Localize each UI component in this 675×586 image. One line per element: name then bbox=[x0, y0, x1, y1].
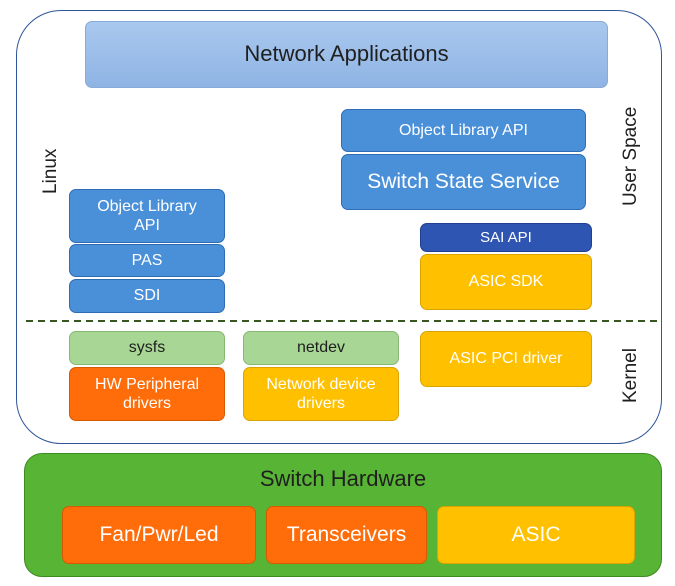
asic-sdk-box: ASIC SDK bbox=[420, 254, 592, 310]
asic-box: ASIC bbox=[437, 506, 635, 564]
sdi-label: SDI bbox=[133, 287, 161, 305]
switch-state-service-label: Switch State Service bbox=[367, 170, 560, 194]
asic-label: ASIC bbox=[511, 523, 561, 547]
left-object-library-api-box: Object Library API bbox=[69, 189, 225, 243]
transceivers-box: Transceivers bbox=[266, 506, 427, 564]
user-kernel-divider bbox=[26, 320, 662, 322]
sysfs-label: sysfs bbox=[128, 339, 166, 357]
user-space-label-text: User Space bbox=[620, 106, 641, 206]
network-applications-label: Network Applications bbox=[244, 41, 449, 67]
pas-box: PAS bbox=[69, 244, 225, 277]
object-library-api-label: Object Library API bbox=[399, 121, 528, 139]
kernel-label: Kernel bbox=[614, 340, 648, 412]
kernel-label-text: Kernel bbox=[620, 348, 641, 404]
transceivers-label: Transceivers bbox=[286, 523, 407, 547]
sdi-box: SDI bbox=[69, 279, 225, 313]
left-object-library-api-label: Object Library API bbox=[97, 197, 197, 234]
asic-pci-driver-label: ASIC PCI driver bbox=[449, 350, 563, 368]
linux-label-text: Linux bbox=[40, 148, 61, 194]
netdev-box: netdev bbox=[243, 331, 399, 365]
sai-api-label: SAI API bbox=[480, 228, 532, 246]
sai-api-box: SAI API bbox=[420, 223, 592, 252]
netdev-label: netdev bbox=[296, 339, 346, 357]
fan-pwr-led-label: Fan/Pwr/Led bbox=[99, 523, 219, 547]
hw-peripheral-drivers-label: HW Peripheral drivers bbox=[94, 375, 200, 412]
object-library-api-box: Object Library API bbox=[341, 109, 586, 152]
switch-hardware-title: Switch Hardware bbox=[259, 466, 427, 491]
network-device-drivers-label: Network device drivers bbox=[266, 375, 376, 412]
user-space-label: User Space bbox=[614, 100, 648, 212]
network-applications-box: Network Applications bbox=[85, 21, 608, 88]
pas-label: PAS bbox=[131, 251, 163, 269]
hw-peripheral-drivers-box: HW Peripheral drivers bbox=[69, 367, 225, 421]
sysfs-box: sysfs bbox=[69, 331, 225, 365]
asic-pci-driver-box: ASIC PCI driver bbox=[420, 331, 592, 387]
switch-state-service-box: Switch State Service bbox=[341, 154, 586, 210]
fan-pwr-led-box: Fan/Pwr/Led bbox=[62, 506, 256, 564]
linux-label: Linux bbox=[34, 140, 68, 202]
asic-sdk-label: ASIC SDK bbox=[468, 273, 544, 291]
network-device-drivers-box: Network device drivers bbox=[243, 367, 399, 421]
